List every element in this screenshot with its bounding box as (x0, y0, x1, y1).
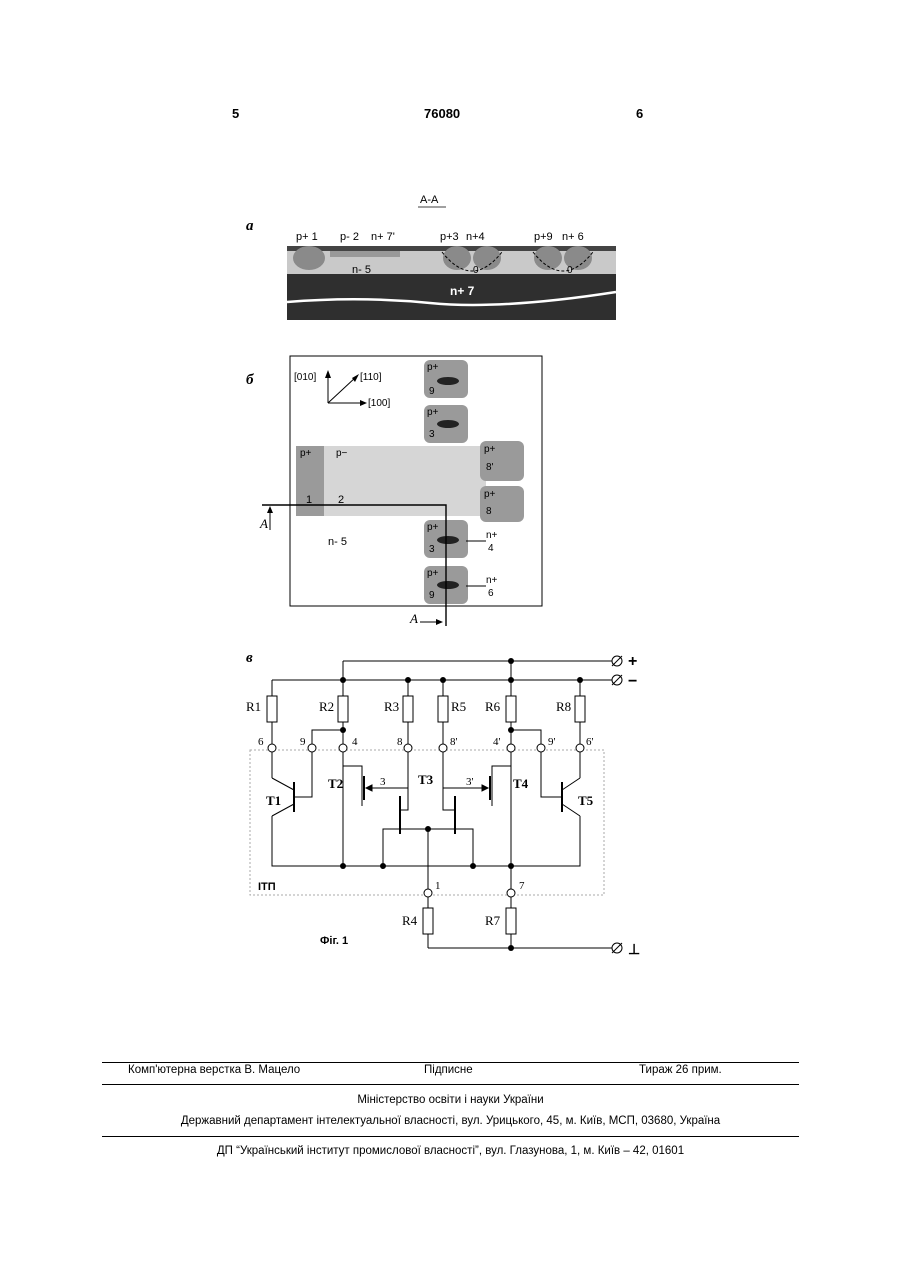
node-4: 4 (352, 736, 358, 748)
region-num-label: 3 (429, 544, 435, 555)
panel-c: в ІТП + − ⊥ (246, 650, 640, 957)
label-T1: T1 (266, 793, 281, 808)
label-6: 6 (488, 588, 494, 599)
footer-rule-1 (102, 1062, 799, 1063)
label-n-plus-7: n+ 7 (450, 284, 475, 298)
label-n-plus-4: n+ (486, 530, 498, 541)
region-top-label: p+ (427, 407, 439, 418)
figure-caption: Фіг. 1 (320, 935, 348, 947)
label-R6: R6 (485, 699, 501, 714)
label-R3: R3 (384, 699, 399, 714)
label-T4: T4 (513, 776, 529, 791)
section-title: А-А (420, 194, 439, 206)
panel-b-label: б (246, 372, 254, 388)
section-marker-bottom: A (409, 611, 418, 626)
footer-rule-2 (102, 1084, 799, 1085)
label-zero-2: 0 (567, 265, 573, 276)
node-8prime: 8' (450, 736, 458, 748)
footer-rule-3 (102, 1136, 799, 1137)
region-num-label: 8' (486, 462, 494, 473)
label-p-plus: p+ (300, 448, 312, 459)
label-p-minus: p− (336, 448, 348, 459)
node-1: 1 (435, 880, 441, 892)
node-3: 3 (380, 776, 386, 788)
label-1: 1 (306, 494, 312, 506)
label-R7: R7 (485, 913, 501, 928)
label-zero-1: 0 (473, 265, 479, 276)
label-T3: T3 (418, 772, 434, 787)
footer-ministry: Міністерство освіти і науки України (0, 1094, 901, 1106)
label-T5: T5 (578, 793, 594, 808)
footer-layout-credit: Комп'ютерна верстка В. Мацело (128, 1064, 300, 1076)
label-n-plus-6: n+ (486, 575, 498, 586)
label-p-plus-9: p+9 (534, 231, 553, 243)
footer-institute: ДП “Український інститут промислової вла… (0, 1145, 901, 1157)
label-T2: T2 (328, 776, 343, 791)
dir-010: [010] (294, 372, 316, 383)
label-n-plus-4: n+4 (466, 231, 485, 243)
itp-label: ІТП (258, 881, 276, 893)
node-3prime: 3' (466, 776, 474, 788)
label-n-minus-5: n- 5 (328, 536, 347, 548)
label-R5: R5 (451, 699, 466, 714)
terminal-minus: − (628, 673, 637, 690)
label-4: 4 (488, 543, 494, 554)
region-num-label: 8 (486, 506, 492, 517)
panel-a-label: а (246, 218, 254, 234)
label-R2: R2 (319, 699, 334, 714)
footer-subscription: Підписне (424, 1064, 473, 1076)
node-8: 8 (397, 736, 403, 748)
panel-b: б [010] [110] [100] p+ p− 1 2 p+ 9 p+ 3 … (246, 356, 542, 626)
footer-department: Державний департамент інтелектуальної вл… (0, 1115, 901, 1127)
dir-110: [110] (360, 372, 382, 383)
label-R8: R8 (556, 699, 571, 714)
region-top-label: p+ (427, 568, 439, 579)
terminal-ground: ⊥ (628, 941, 640, 957)
section-marker-left: A (259, 516, 268, 531)
label-p-plus-1: p+ 1 (296, 231, 318, 243)
label-n-plus-6: n+ 6 (562, 231, 584, 243)
label-n-minus-5: n- 5 (352, 264, 371, 276)
label-p-plus-3: p+3 (440, 231, 459, 243)
region-top-label: p+ (427, 362, 439, 373)
region-top-label: p+ (427, 522, 439, 533)
region-top-label: p+ (484, 489, 496, 500)
terminal-plus: + (628, 653, 637, 670)
region-num-label: 3 (429, 429, 435, 440)
label-p-minus-2: p- 2 (340, 231, 359, 243)
label-2: 2 (338, 494, 344, 506)
node-9: 9 (300, 736, 306, 748)
region-num-label: 9 (429, 590, 435, 601)
region-num-label: 9 (429, 386, 435, 397)
node-4prime: 4' (493, 736, 501, 748)
dir-100: [100] (368, 398, 390, 409)
footer-circulation: Тираж 26 прим. (639, 1064, 722, 1076)
label-R4: R4 (402, 913, 418, 928)
label-R1: R1 (246, 699, 261, 714)
region-top-label: p+ (484, 444, 496, 455)
label-n-plus-7prime: n+ 7' (371, 231, 395, 243)
node-9prime: 9' (548, 736, 556, 748)
p-plus-well-1 (293, 246, 325, 270)
node-6prime: 6' (586, 736, 594, 748)
panel-a: а А-А p+ 1 p- 2 n+ 7' p+3 n+4 p+9 n+ 6 n… (246, 194, 616, 320)
node-6: 6 (258, 736, 264, 748)
panel-c-label: в (246, 650, 253, 666)
node-7: 7 (519, 880, 525, 892)
